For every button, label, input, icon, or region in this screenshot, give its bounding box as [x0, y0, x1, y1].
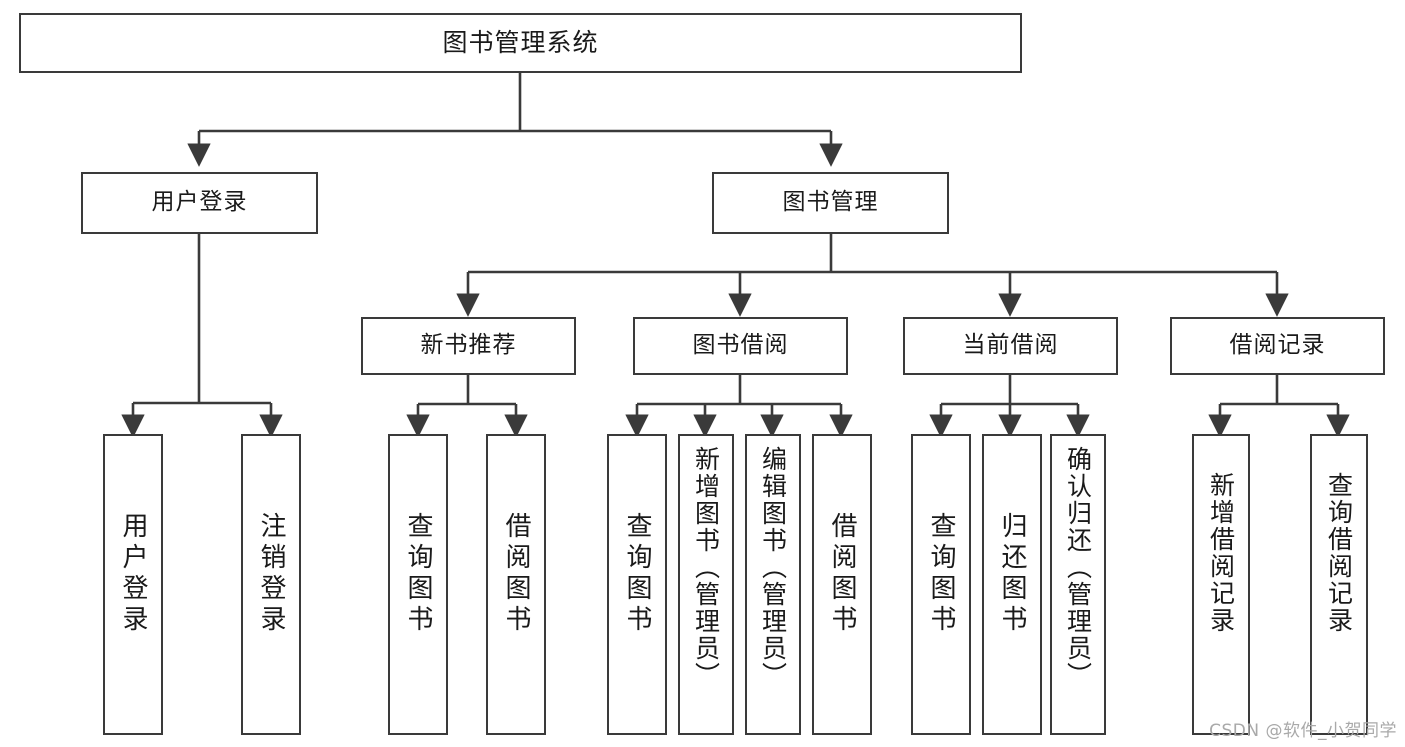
leaf-borrow-book-borrow[interactable]: 借阅图书: [812, 434, 872, 735]
node-label: 注销登录: [256, 512, 286, 636]
node-label: 确认归还（管理员）: [1063, 446, 1093, 689]
leaf-query-book-recommend[interactable]: 查询图书: [388, 434, 448, 735]
node-label: 新书推荐: [420, 332, 517, 359]
node-label: 图书管理系统: [442, 28, 599, 58]
leaf-logout[interactable]: 注销登录: [241, 434, 301, 735]
node-root-system[interactable]: 图书管理系统: [19, 13, 1022, 73]
node-user-login[interactable]: 用户登录: [81, 172, 318, 234]
node-label: 借阅图书: [827, 512, 857, 636]
node-label: 用户登录: [151, 189, 248, 216]
leaf-borrow-book-recommend[interactable]: 借阅图书: [486, 434, 546, 735]
node-label: 用户登录: [118, 512, 148, 636]
leaf-return-book[interactable]: 归还图书: [982, 434, 1042, 735]
node-label: 借阅记录: [1229, 332, 1326, 359]
leaf-user-login[interactable]: 用户登录: [103, 434, 163, 735]
node-label: 归还图书: [997, 512, 1027, 636]
leaf-query-borrow-record[interactable]: 查询借阅记录: [1310, 434, 1368, 735]
node-current-borrow[interactable]: 当前借阅: [903, 317, 1118, 375]
node-book-management[interactable]: 图书管理: [712, 172, 949, 234]
node-label: 图书借阅: [692, 332, 789, 359]
node-label: 当前借阅: [962, 332, 1059, 359]
leaf-query-book-borrow[interactable]: 查询图书: [607, 434, 667, 735]
node-label: 查询图书: [622, 512, 652, 636]
csdn-watermark: CSDN @软件_小贺同学: [1209, 721, 1397, 741]
node-label: 编辑图书（管理员）: [758, 446, 788, 689]
leaf-add-borrow-record[interactable]: 新增借阅记录: [1192, 434, 1250, 735]
leaf-confirm-return-admin[interactable]: 确认归还（管理员）: [1050, 434, 1106, 735]
node-book-borrow[interactable]: 图书借阅: [633, 317, 848, 375]
leaf-query-book-current[interactable]: 查询图书: [911, 434, 971, 735]
node-label: 借阅图书: [501, 512, 531, 636]
node-label: 查询图书: [403, 512, 433, 636]
node-borrow-record[interactable]: 借阅记录: [1170, 317, 1385, 375]
node-label: 查询借阅记录: [1324, 472, 1354, 634]
node-label: 图书管理: [782, 189, 879, 216]
node-label: 新增借阅记录: [1206, 472, 1236, 634]
leaf-edit-book-admin[interactable]: 编辑图书（管理员）: [745, 434, 801, 735]
node-label: 查询图书: [926, 512, 956, 636]
leaf-add-book-admin[interactable]: 新增图书（管理员）: [678, 434, 734, 735]
node-new-book-recommend[interactable]: 新书推荐: [361, 317, 576, 375]
node-label: 新增图书（管理员）: [691, 446, 721, 689]
